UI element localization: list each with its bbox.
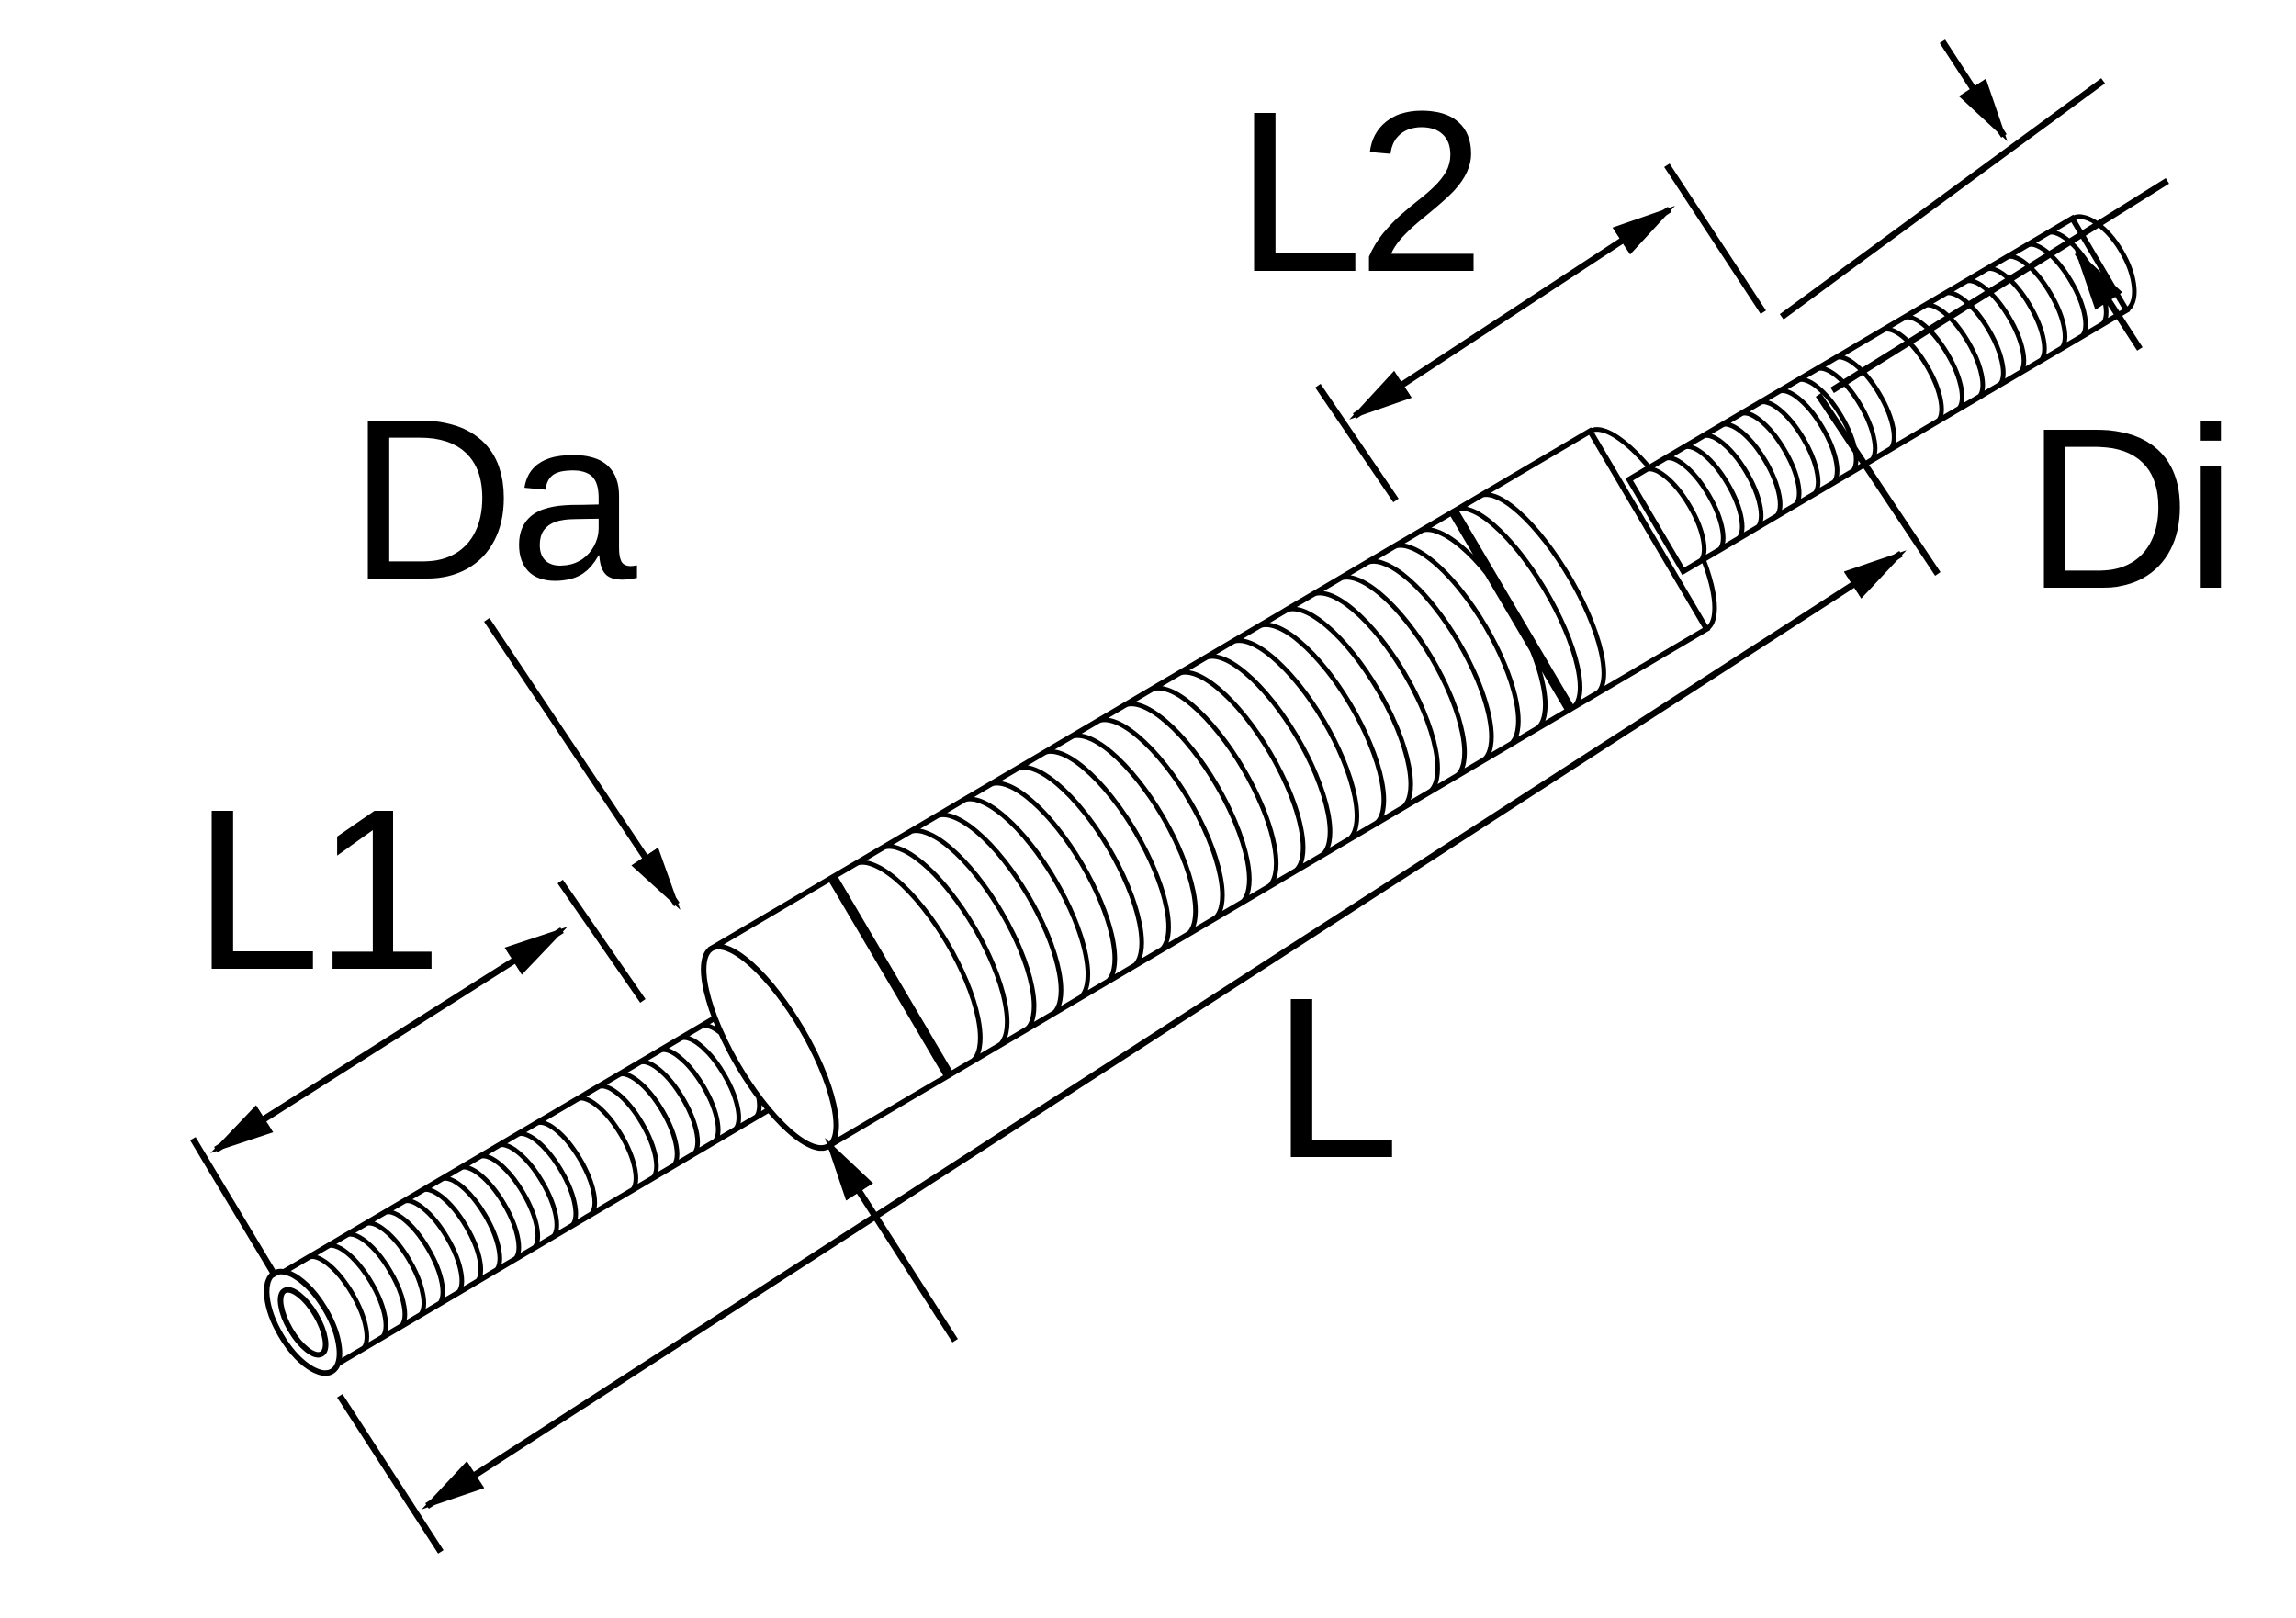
di-extension-bottom	[1830, 178, 2169, 393]
corrugation-rib	[1700, 433, 1764, 531]
corrugation-rib	[1881, 327, 1944, 424]
corrugation-rib	[1942, 290, 2006, 388]
l2-extension-left	[1315, 384, 1399, 502]
di-arrow-top	[1940, 39, 2008, 141]
da-arrow-bottom	[825, 1138, 958, 1343]
label-l1: L1	[193, 761, 437, 1017]
corrugation-rib	[2025, 242, 2088, 340]
l-extension-left	[337, 1394, 444, 1554]
corrugation-rib	[344, 1231, 408, 1330]
di-extension-top	[1779, 78, 2106, 320]
corrugation-rib	[325, 1242, 388, 1341]
l1-extension-left	[189, 1137, 279, 1278]
dimension-lines	[189, 39, 2169, 1554]
da-arrow-top	[484, 618, 681, 910]
corrugation-rib	[1922, 302, 1986, 400]
corrugation-rib	[1901, 314, 1965, 412]
label-di: Di	[2025, 380, 2231, 636]
right-end-section	[1625, 214, 2137, 576]
di-arrow-bottom	[2074, 247, 2143, 351]
corrugation-rib	[1964, 278, 2027, 376]
corrugation-rib	[1833, 354, 1896, 453]
corrugation-rib	[1815, 365, 1878, 464]
l-extension-right	[1816, 393, 1941, 576]
left-end-section	[264, 1002, 793, 1376]
main-corrugated-body	[830, 509, 1572, 1078]
corrugation-rib	[1776, 388, 1840, 486]
l2-dimension-arrow	[1349, 206, 1675, 420]
l2-extension-right	[1664, 163, 1766, 314]
corrugation-rib	[1757, 399, 1821, 497]
corrugation-rib	[1719, 421, 1783, 520]
corrugation-rib	[1984, 266, 2047, 364]
l1-extension-right	[557, 880, 646, 1003]
label-l: L	[1272, 949, 1394, 1206]
label-l2: L2	[1235, 63, 1480, 320]
corrugation-rib	[1662, 455, 1726, 553]
label-da: Da	[349, 371, 638, 627]
corrugation-rib	[306, 1254, 369, 1352]
hose-assembly	[264, 214, 2137, 1376]
l-dimension-arrow	[422, 550, 1907, 1510]
corrugation-rib	[1739, 410, 1802, 509]
corrugation-rib	[1795, 376, 1859, 475]
corrugation-rib	[2004, 253, 2068, 352]
corrugation-rib	[1682, 444, 1745, 542]
